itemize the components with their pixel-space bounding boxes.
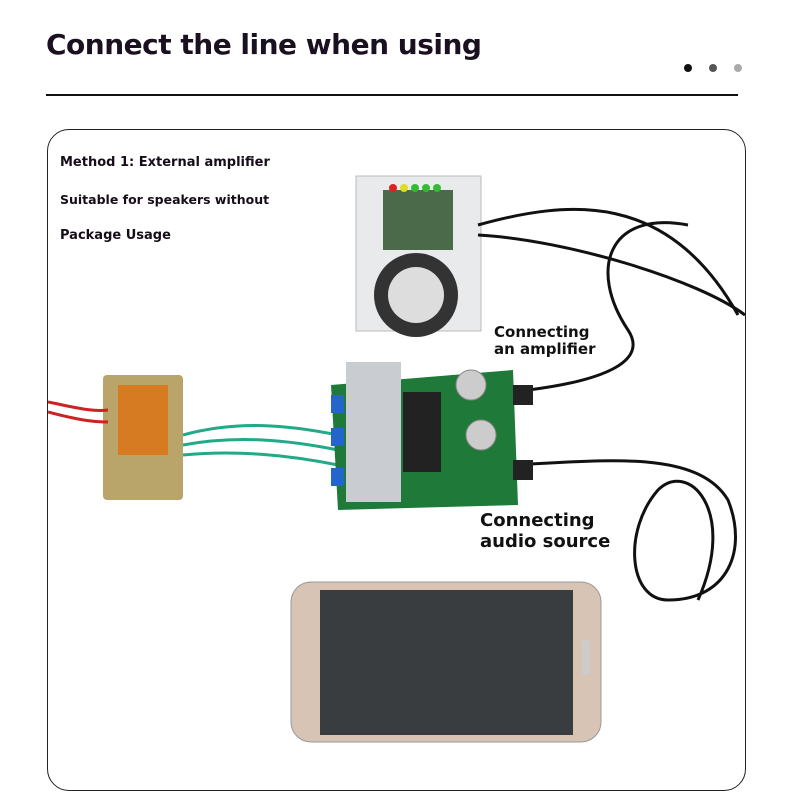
page-title: Connect the line when using xyxy=(46,28,482,61)
label-line: an amplifier xyxy=(494,340,596,359)
amplifier-connection-photo xyxy=(48,175,745,743)
transformer xyxy=(48,375,339,500)
pager-dot[interactable] xyxy=(684,64,692,72)
tube-amplifier-board xyxy=(331,362,533,510)
label-line: audio source xyxy=(480,530,611,552)
divider xyxy=(46,94,738,96)
carousel-pager xyxy=(684,64,742,72)
method-heading: Method 1: External amplifier xyxy=(60,155,270,170)
label-line: Connecting xyxy=(480,510,595,531)
label-connecting-amplifier: Connecting an amplifier xyxy=(494,323,596,359)
usage-illustration-panel: Method 1: External amplifier Suitable fo… xyxy=(47,129,746,791)
label-line: Connecting xyxy=(494,323,590,341)
label-connecting-audio-source: Connecting audio source xyxy=(480,510,611,552)
pager-dot[interactable] xyxy=(734,64,742,72)
speaker-cube xyxy=(355,175,482,337)
pager-dot[interactable] xyxy=(709,64,717,72)
description-line: Package Usage xyxy=(60,228,171,243)
description-line: Suitable for speakers without xyxy=(60,192,270,207)
smartphone xyxy=(290,581,602,743)
